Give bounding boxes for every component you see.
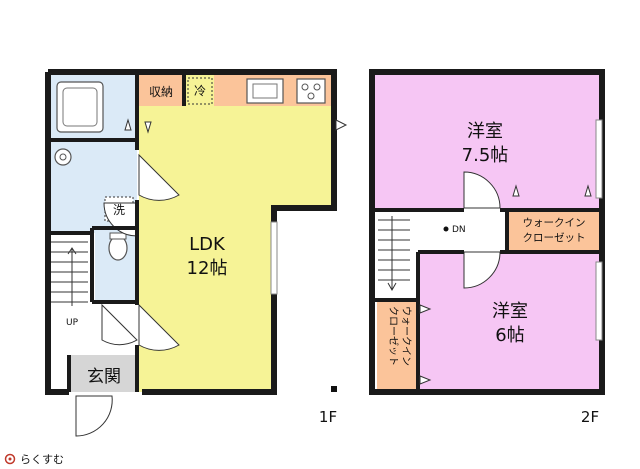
- brand-logo-icon: [4, 453, 16, 465]
- washer-label: 洗: [113, 203, 125, 217]
- walkin-closet-2: [377, 302, 418, 390]
- vent-marker: [335, 119, 348, 131]
- stair-down-label: DN: [452, 225, 466, 235]
- ldk-size-label: 12帖: [187, 258, 228, 279]
- wash-basin-icon: [54, 148, 72, 166]
- floor-1f-label: 1F: [319, 408, 337, 426]
- stairs-1f: [51, 241, 88, 306]
- vent-marker: [144, 121, 152, 134]
- walkin-closet-1-line1: ウォークイン: [523, 217, 586, 229]
- western-room-2-name: 洋室: [492, 301, 528, 322]
- western-room-1-size: 7.5帖: [462, 145, 509, 166]
- stair-up-label: UP: [66, 318, 79, 328]
- western-room-2-area: [420, 252, 599, 392]
- entrance-area: [69, 355, 139, 392]
- storage-area: [139, 75, 184, 106]
- door-arc: [463, 171, 501, 209]
- floor-1f: [45, 69, 348, 437]
- vent-marker: [584, 184, 592, 197]
- window: [270, 221, 278, 295]
- door-arc: [75, 395, 113, 437]
- walkin-closet-1-line2: クローゼット: [523, 232, 586, 244]
- north-marker: [331, 386, 337, 392]
- toilet-icon: [108, 235, 128, 261]
- entrance-label: 玄関: [87, 367, 121, 387]
- door-arc: [138, 153, 180, 201]
- door-arc: [101, 303, 138, 346]
- ldk-area: [139, 106, 334, 392]
- storage-label: 収納: [149, 85, 173, 99]
- outer-wall: [48, 69, 337, 395]
- door-arc: [463, 251, 501, 289]
- bathtub-icon: [56, 81, 104, 133]
- ldk-name-label: LDK: [189, 234, 226, 255]
- walkin-closet-1: [509, 210, 599, 250]
- walkin-closet-2-line1: ウォークイン: [400, 306, 412, 366]
- western-room-2-size: 6帖: [495, 325, 524, 346]
- fridge-label: 冷: [194, 84, 206, 98]
- window: [595, 119, 603, 199]
- western-room-1-name: 洋室: [467, 121, 503, 142]
- floor-2f: [369, 69, 605, 395]
- outer-wall: [369, 69, 605, 395]
- vent-marker: [512, 184, 520, 197]
- vent-marker: [419, 304, 432, 314]
- brand-watermark: らくすむ: [4, 453, 64, 466]
- walkin-closet-2-line2: クローゼット: [387, 306, 399, 366]
- brand-watermark-text: らくすむ: [20, 453, 64, 466]
- floor-2f-label: 2F: [581, 408, 599, 426]
- stairs-2f: [378, 216, 410, 292]
- window: [595, 261, 603, 341]
- vent-marker: [124, 118, 132, 131]
- sink-icon: [246, 78, 284, 104]
- stair-dot: [443, 226, 449, 232]
- vent-marker: [419, 375, 432, 385]
- fridge-space: [186, 75, 214, 106]
- outer-wall: [45, 72, 69, 395]
- door-arc: [138, 303, 180, 351]
